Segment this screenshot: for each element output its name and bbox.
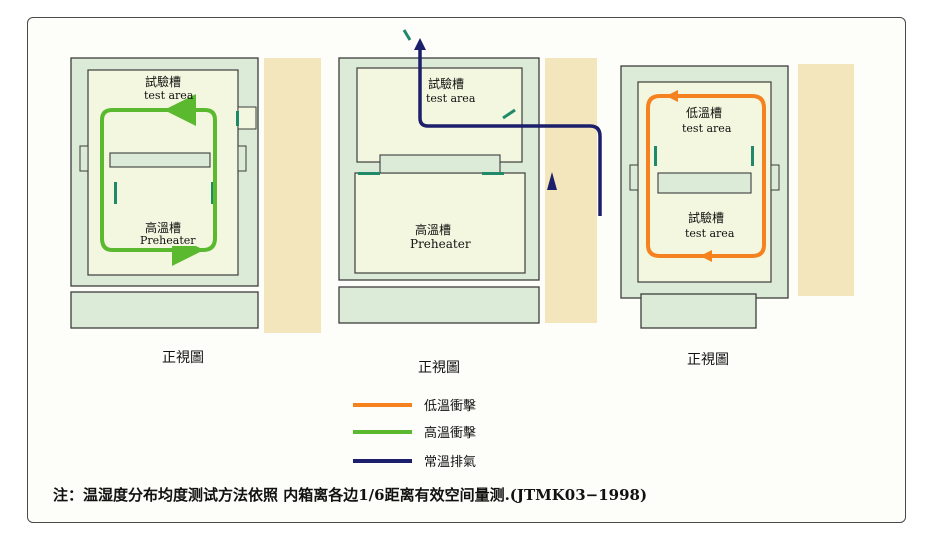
bottom-label-en-1: Preheater [140, 234, 196, 247]
side-panel-3 [798, 64, 854, 296]
top-label-cn-1: 試驗槽 [145, 74, 181, 89]
inner-upper-2 [356, 67, 523, 163]
label-bg-3b [673, 206, 745, 240]
airflow-green-1 [100, 108, 217, 252]
bottom-label-en-2: Preheater [410, 237, 471, 251]
chamber-1 [70, 57, 321, 333]
wall-notch-right-3 [770, 164, 780, 191]
top-label-en-2: test area [426, 92, 476, 105]
vent-top-2 [358, 172, 380, 175]
label-bg-1 [122, 218, 204, 246]
base-3 [640, 293, 757, 329]
vent-box-1 [237, 106, 257, 130]
shelf-2 [379, 154, 501, 174]
caption-3: 正視圖 [687, 352, 729, 368]
vent-right-1 [236, 111, 239, 126]
bottom-label-cn-2: 高溫槽 [415, 222, 451, 237]
top-label-cn-3: 低溫槽 [686, 106, 722, 120]
legend-label-low-temp: 低溫衝擊 [424, 398, 476, 414]
shelf-3 [657, 172, 752, 194]
label-bg-2 [398, 220, 484, 254]
bottom-label-cn-1: 高溫槽 [145, 220, 181, 235]
bottom-label-en-3: test area [685, 227, 735, 240]
arrow-head-up-2 [414, 38, 426, 50]
vent-left-3 [654, 146, 657, 166]
base-2 [338, 286, 540, 324]
arrow-orange-top-3 [666, 90, 678, 102]
label-bg-3a [673, 104, 745, 138]
vent-right-3 [751, 146, 754, 166]
footnote: 注：温湿度分布均度测试方法依照 内箱离各边1/6距离有效空间量测.(JTMK03… [53, 486, 647, 504]
top-label-cn-2: 試驗槽 [428, 76, 464, 91]
airflow-orange-3 [646, 94, 766, 258]
wall-notch-right-1 [237, 145, 247, 172]
shelf-1 [109, 152, 211, 168]
side-panel-2 [545, 58, 597, 323]
vent-left-1 [114, 182, 117, 204]
base-1 [70, 291, 259, 329]
legend-label-high-temp: 高溫衝擊 [424, 425, 476, 441]
legend-label-ambient-exhaust: 常溫排氣 [424, 455, 476, 470]
top-label-en-1: test area [144, 89, 194, 102]
caption-1: 正視圖 [162, 350, 204, 366]
chamber-2 [338, 29, 602, 324]
vent-top2-2 [482, 172, 504, 175]
damper-mid-2 [502, 108, 516, 120]
airflow-navy-2 [418, 45, 602, 216]
bottom-label-cn-3: 試驗槽 [688, 210, 724, 225]
top-label-en-3: test area [682, 122, 732, 135]
side-panel-1 [264, 58, 321, 333]
vent-right2-1 [211, 182, 214, 204]
arrow-head-small-2 [547, 172, 557, 190]
legend: 低溫衝擊 高溫衝擊 常溫排氣 [353, 398, 476, 470]
arrow-orange-bottom-3 [700, 250, 712, 262]
wall-notch-left-1 [79, 145, 89, 172]
chamber-3 [620, 64, 854, 329]
caption-2: 正視圖 [418, 360, 460, 376]
damper-top-2 [402, 29, 412, 41]
wall-notch-left-3 [629, 164, 639, 191]
